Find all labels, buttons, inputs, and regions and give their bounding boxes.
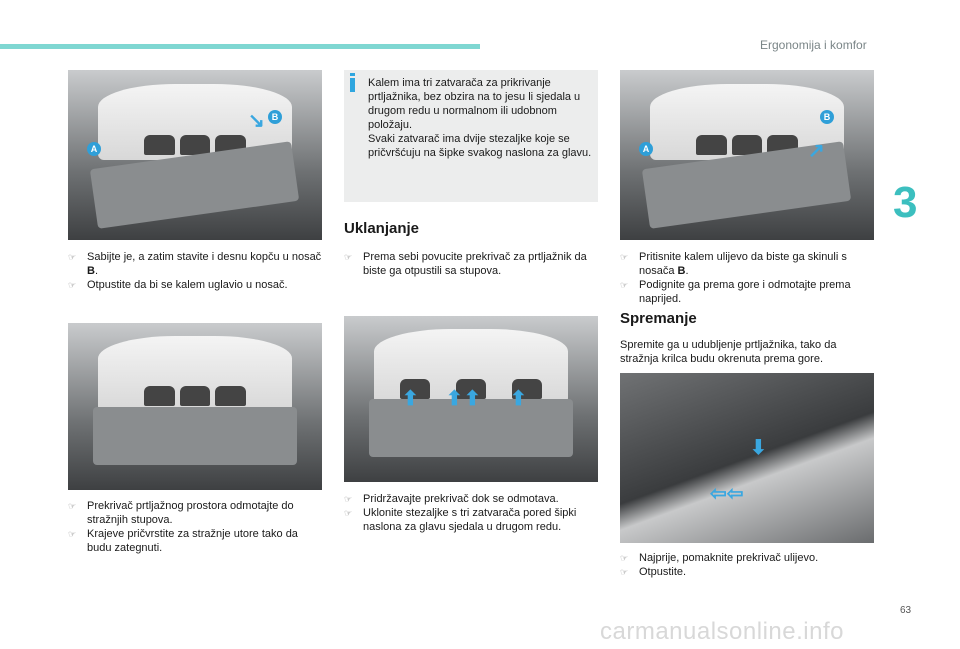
pointing-hand-icon: ☞ — [620, 553, 629, 563]
step: ☞Otpustite da bi se kalem uglavio u nosa… — [68, 279, 288, 291]
photo-storage-recess: ⬇ ⇦⇦ — [620, 373, 874, 543]
heading-storage: Spremanje — [620, 310, 697, 327]
marker-a: A — [87, 142, 101, 156]
step: ☞Prema sebi povucite prekrivač za prtlja… — [344, 251, 587, 277]
photo-clamps: ⬆ ⬆ ⬆ ⬆ — [344, 316, 598, 482]
pointing-hand-icon: ☞ — [68, 501, 77, 511]
pointing-hand-icon: ☞ — [344, 494, 353, 504]
info-icon — [350, 73, 355, 92]
arrow-icon: ↘ — [248, 110, 265, 132]
pointing-hand-icon: ☞ — [68, 252, 77, 262]
info-text: Kalem ima tri zatvarača za prikrivanje p… — [368, 77, 592, 159]
pointing-hand-icon: ☞ — [68, 529, 77, 539]
steps-storage: ☞Najprije, pomaknite prekrivač ulijevo. … — [620, 551, 874, 579]
watermark: carmanualsonline.info — [600, 618, 844, 645]
pointing-hand-icon: ☞ — [344, 508, 353, 518]
steps-unroll: ☞Prekrivač prtljažnog prostora odmotajte… — [68, 499, 322, 555]
step: ☞Podignite ga prema gore i odmotajte pre… — [620, 279, 851, 305]
header-accent-bar — [0, 44, 480, 49]
step: ☞Uklonite stezaljke s tri zatvarača pore… — [344, 507, 577, 533]
page-number: 63 — [900, 605, 912, 616]
step: ☞Otpustite. — [620, 566, 687, 578]
pointing-hand-icon: ☞ — [344, 252, 353, 262]
heading-removal: Uklanjanje — [344, 220, 420, 237]
step: ☞Pridržavajte prekrivač dok se odmotava. — [344, 493, 559, 505]
photo-cover-release: A B ↗ — [620, 70, 874, 240]
steps-attach: ☞Sabijte je, a zatim stavite i desnu kop… — [68, 250, 322, 292]
chapter-number: 3 — [893, 178, 918, 227]
pointing-hand-icon: ☞ — [620, 280, 629, 290]
arrow-up-icon: ⬆ — [510, 388, 527, 410]
arrow-up-icon: ⬆ — [446, 388, 463, 410]
pointing-hand-icon: ☞ — [620, 567, 629, 577]
marker-b: B — [268, 110, 282, 124]
arrow-down-icon: ⬇ — [750, 437, 767, 459]
step: ☞Pritisnite kalem ulijevo da biste ga sk… — [620, 251, 847, 277]
info-box: Kalem ima tri zatvarača za prikrivanje p… — [344, 70, 598, 202]
steps-release: ☞Pritisnite kalem ulijevo da biste ga sk… — [620, 250, 874, 306]
steps-removal: ☞Prema sebi povucite prekrivač za prtlja… — [344, 250, 598, 278]
step: ☞Prekrivač prtljažnog prostora odmotajte… — [68, 500, 294, 526]
pointing-hand-icon: ☞ — [68, 280, 77, 290]
photo-cover-unrolled — [68, 323, 322, 490]
storage-text: Spremite ga u udubljenje prtljažnika, ta… — [620, 339, 837, 365]
step: ☞Sabijte je, a zatim stavite i desnu kop… — [68, 251, 322, 277]
steps-clamps: ☞Pridržavajte prekrivač dok se odmotava.… — [344, 492, 598, 534]
step: ☞Krajeve pričvrstite za stražnje utore t… — [68, 528, 298, 554]
photo-cover-attach: A B ↘ — [68, 70, 322, 240]
arrow-up-icon: ⬆ — [402, 388, 419, 410]
section-title: Ergonomija i komfor — [760, 38, 867, 52]
arrow-left-icon: ⇦⇦ — [710, 483, 744, 505]
arrow-up-icon: ⬆ — [464, 388, 481, 410]
marker-a: A — [639, 142, 653, 156]
marker-b: B — [820, 110, 834, 124]
arrow-icon: ↗ — [808, 140, 825, 162]
pointing-hand-icon: ☞ — [620, 252, 629, 262]
step: ☞Najprije, pomaknite prekrivač ulijevo. — [620, 552, 819, 564]
